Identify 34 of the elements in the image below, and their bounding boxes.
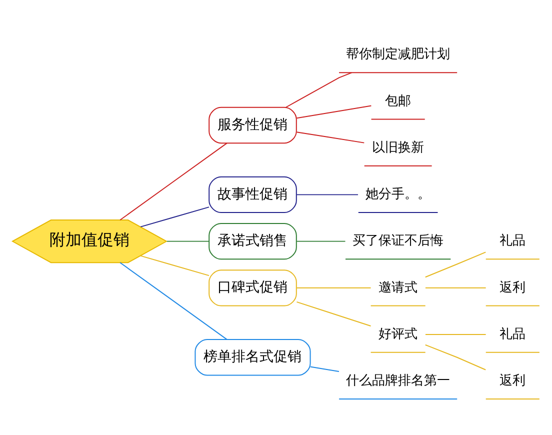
- connector: [424, 344, 486, 370]
- node-box: 口碑式促销: [208, 269, 297, 306]
- node-text: 以旧换新: [372, 140, 424, 155]
- connector: [424, 251, 486, 278]
- connector: [120, 142, 228, 220]
- connector: [296, 131, 365, 143]
- connector: [286, 72, 352, 108]
- connector: [140, 206, 210, 227]
- node-text: 返利: [500, 280, 526, 295]
- node-box: 故事性促销: [208, 176, 297, 213]
- node-box: 榜单排名式促销: [194, 338, 311, 376]
- connector: [296, 194, 359, 195]
- connector: [296, 300, 372, 326]
- node-text: 礼品: [500, 233, 526, 248]
- node-text: 包邮: [385, 93, 412, 108]
- connector: [120, 262, 228, 340]
- connector: [424, 286, 486, 288]
- node-text: 返利: [500, 373, 526, 388]
- connector: [296, 104, 372, 118]
- connector: [140, 254, 210, 276]
- node-box: 服务性促销: [208, 106, 297, 144]
- node-text: 买了保证不后悔: [352, 233, 444, 248]
- node-box: 承诺式销售: [208, 222, 297, 260]
- node-text: 好评式: [378, 326, 418, 342]
- connector: [296, 286, 372, 288]
- node-text: 礼品: [500, 326, 526, 342]
- node-text: 邀请式: [378, 280, 418, 295]
- connector: [166, 240, 210, 242]
- connector: [310, 366, 340, 372]
- connector: [296, 240, 346, 242]
- node-text: 什么品牌排名第一: [346, 373, 450, 388]
- connector: [424, 334, 486, 335]
- node-text: 帮你制定减肥计划: [346, 46, 450, 62]
- node-text: 她分手。。: [366, 186, 431, 202]
